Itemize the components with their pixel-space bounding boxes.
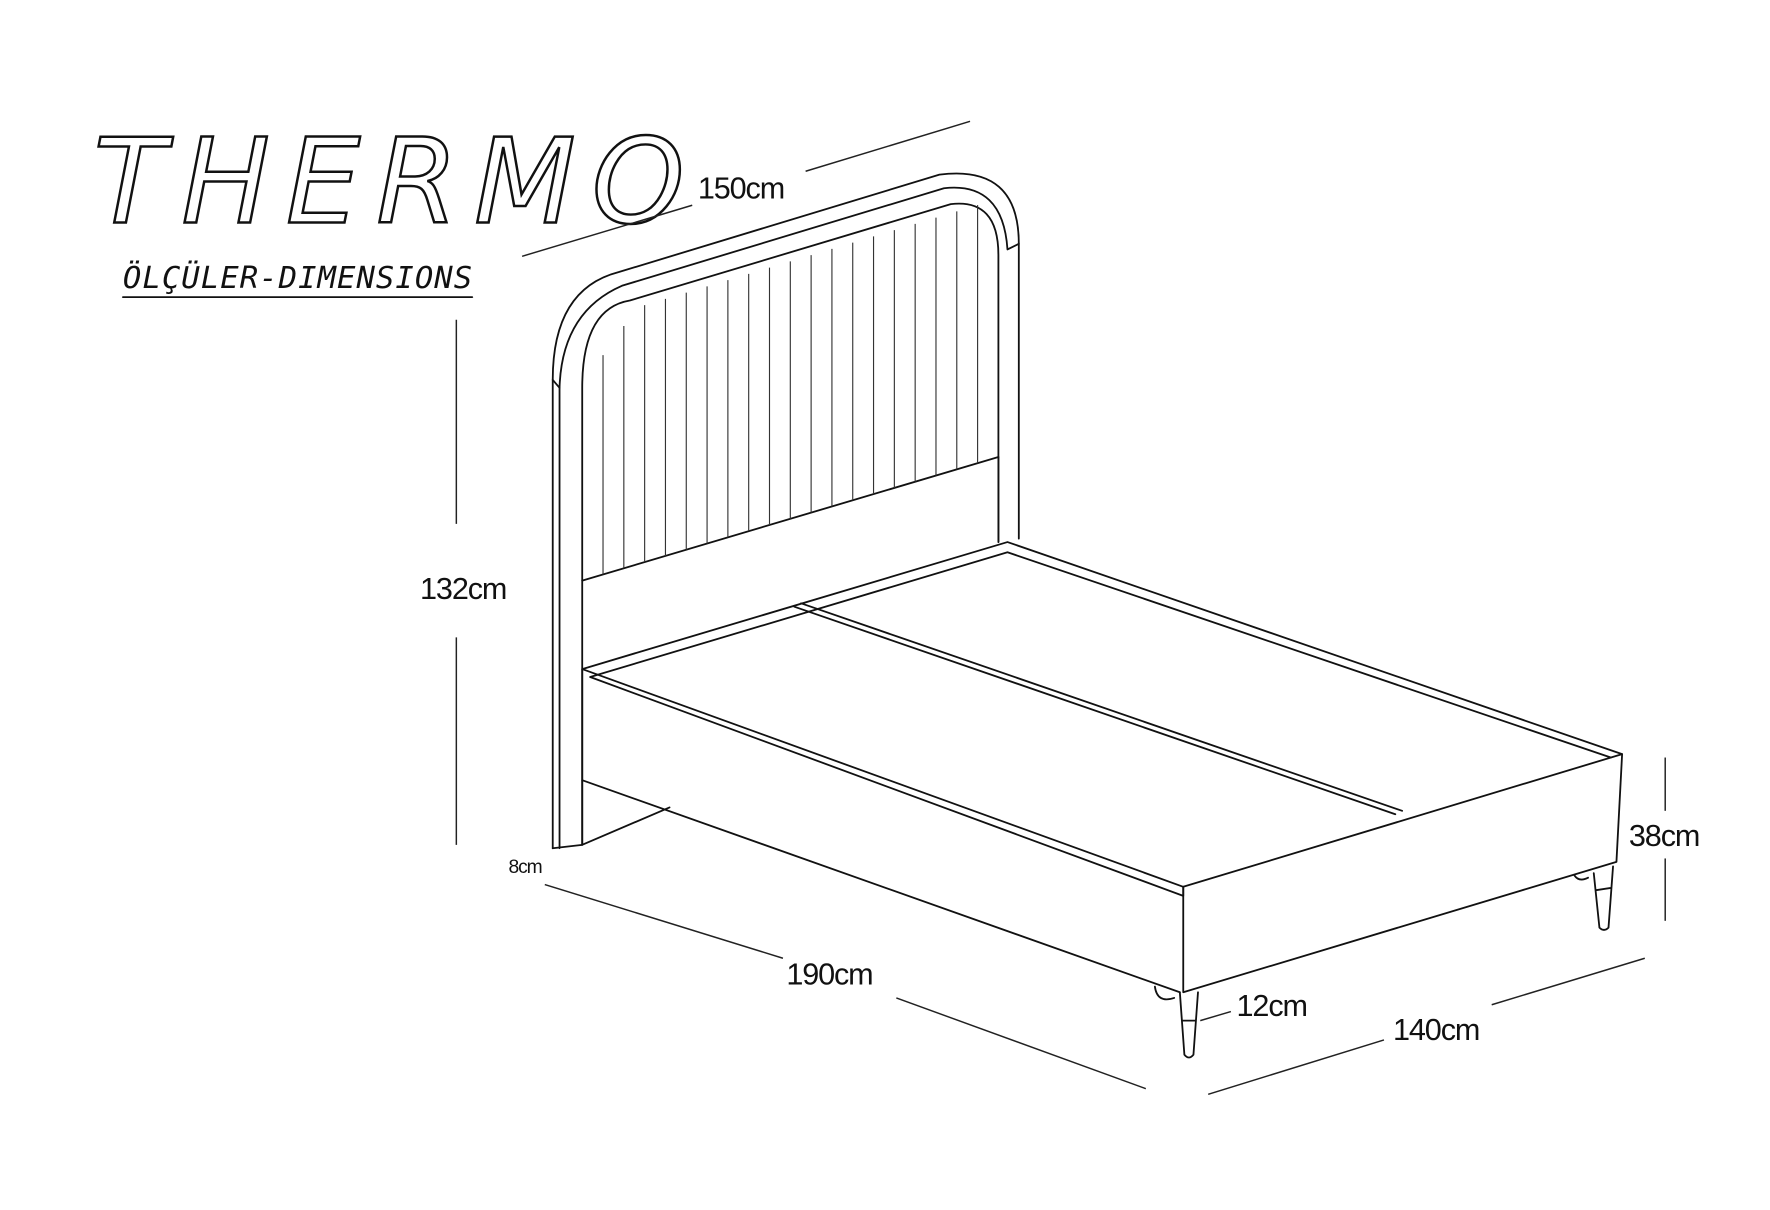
label-leg-height: 12cm bbox=[1237, 989, 1307, 1023]
label-frame-height: 38cm bbox=[1629, 819, 1699, 853]
label-headboard-thickness: 8cm bbox=[509, 857, 542, 878]
subtitle: ÖLÇÜLER-DIMENSIONS bbox=[123, 259, 472, 296]
bed-frame bbox=[581, 541, 1624, 994]
label-headboard-width: 150cm bbox=[698, 171, 784, 205]
legs bbox=[1153, 865, 1614, 1059]
label-total-height: 132cm bbox=[420, 572, 506, 606]
dimension-lines bbox=[455, 120, 1666, 1096]
product-title: THERMO bbox=[93, 113, 700, 250]
label-width: 140cm bbox=[1393, 1013, 1479, 1047]
headboard-stripes bbox=[602, 205, 979, 575]
headboard bbox=[551, 172, 1020, 850]
label-length: 190cm bbox=[786, 957, 872, 991]
